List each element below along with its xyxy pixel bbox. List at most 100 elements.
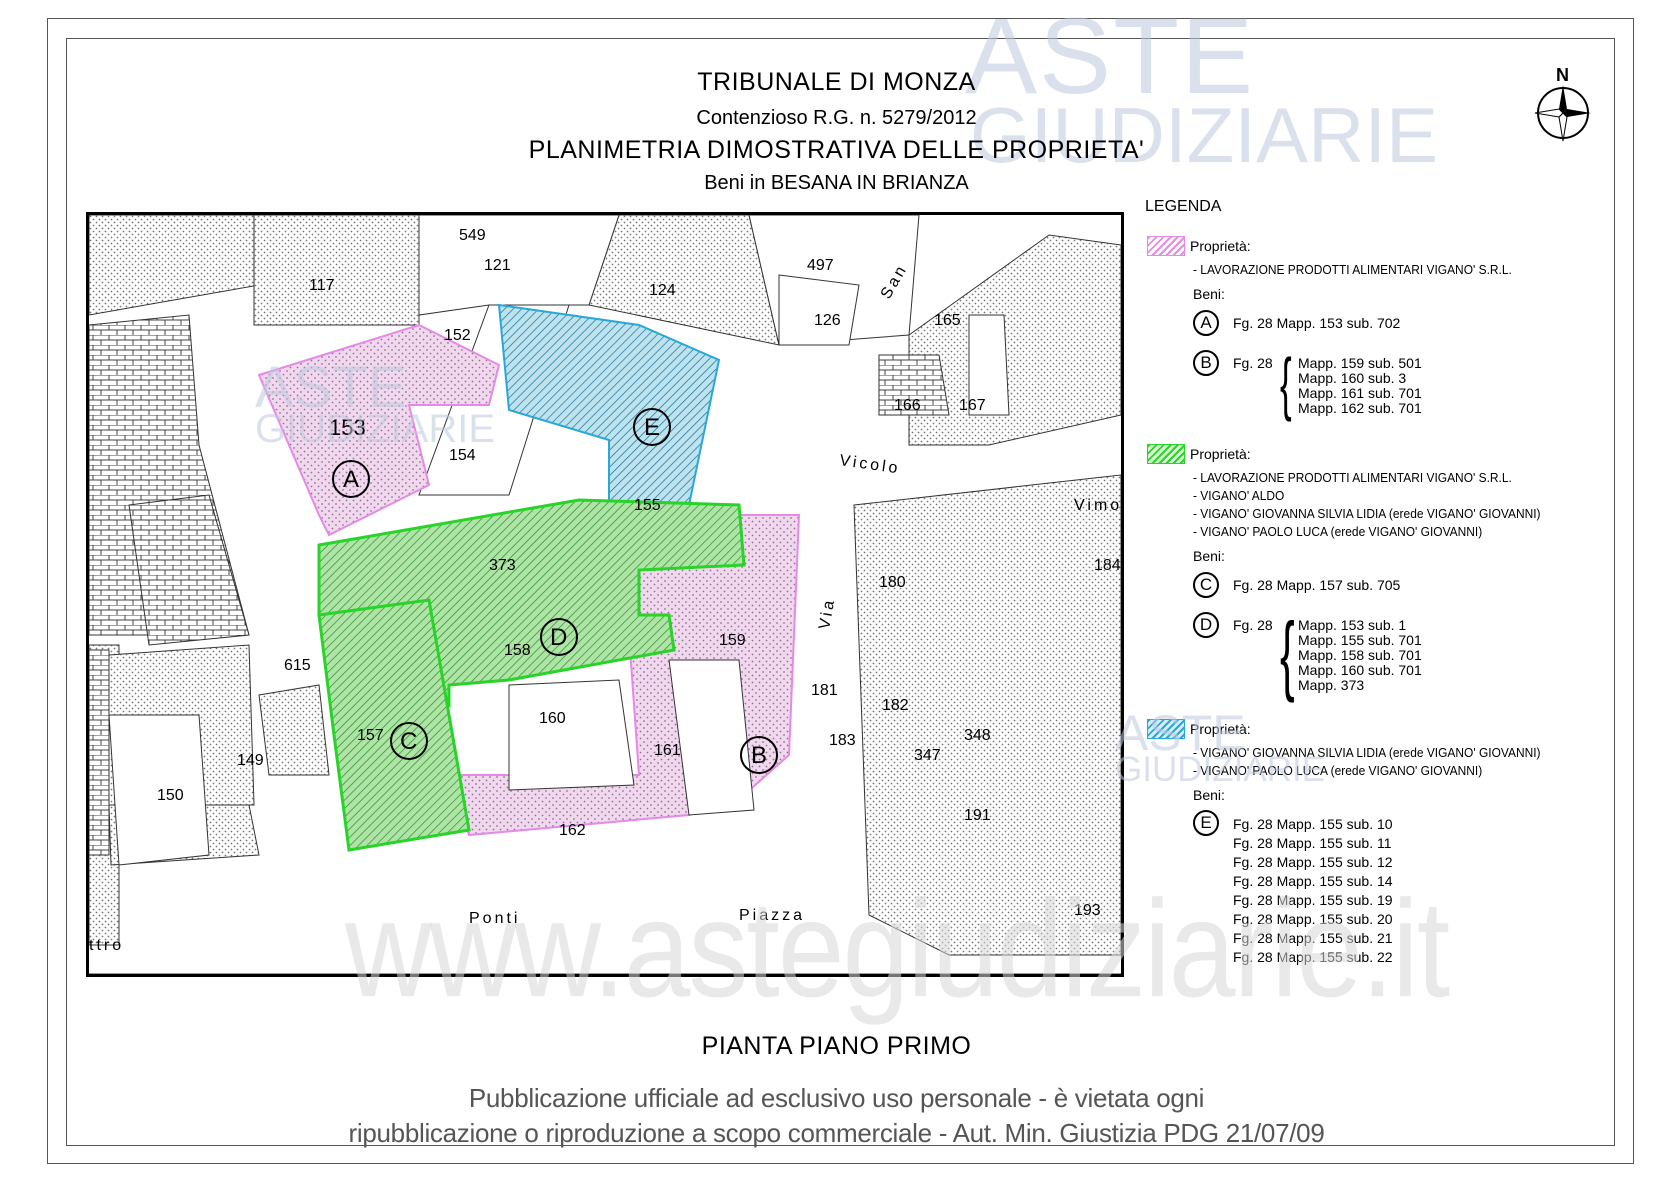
compass-rose-icon (1534, 85, 1591, 142)
court-title: TRIBUNALE DI MONZA (697, 68, 976, 96)
svg-text:193: 193 (1074, 902, 1101, 919)
svg-text:615: 615 (284, 657, 311, 674)
svg-text:149: 149 (237, 752, 264, 769)
legend-A-fg: Fg. 28 Mapp. 153 sub. 702 (1233, 315, 1401, 331)
legend-E-ref-5: Fg. 28 Mapp. 155 sub. 20 (1233, 911, 1393, 927)
svg-text:166: 166 (894, 397, 921, 414)
svg-text:373: 373 (489, 557, 516, 574)
notice-line-1: Pubblicazione ufficiale ad esclusivo uso… (468, 1083, 1205, 1113)
svg-text:ttro: ttro (89, 937, 124, 954)
legend-E-ref-1: Fg. 28 Mapp. 155 sub. 11 (1233, 835, 1392, 851)
legend-D-fg: Fg. 28 (1233, 617, 1273, 633)
g2-beni-label: Beni: (1193, 548, 1225, 564)
g1-owner-0: - LAVORAZIONE PRODOTTI ALIMENTARI VIGANO… (1193, 262, 1512, 277)
svg-text:160: 160 (539, 710, 566, 727)
case-number: Contenzioso R.G. n. 5279/2012 (696, 107, 977, 129)
svg-text:167: 167 (959, 397, 986, 414)
floor-title: PIANTA PIANO PRIMO (701, 1032, 972, 1060)
legend-letter-A: A (1193, 310, 1219, 336)
north-label: N (1556, 65, 1569, 85)
blue-swatch (1147, 719, 1185, 739)
svg-text:157: 157 (357, 727, 384, 744)
svg-text:182: 182 (882, 697, 909, 714)
plan-title: PLANIMETRIA DIMOSTRATIVA DELLE PROPRIETA… (528, 136, 1145, 164)
legend-B-ref-1: Mapp. 160 sub. 3 (1298, 370, 1407, 386)
inner-frame (66, 38, 1615, 1146)
svg-text:191: 191 (964, 807, 991, 824)
svg-text:180: 180 (879, 574, 906, 591)
svg-text:165: 165 (934, 312, 961, 329)
legend-letter-B: B (1193, 350, 1219, 376)
parcel-numbers: 549 121 117 497 124 126 152 153 154 155 … (157, 227, 1121, 919)
courtyard (508, 679, 635, 791)
legend-E-ref-6: Fg. 28 Mapp. 155 sub. 21 (1233, 930, 1393, 946)
svg-text:347: 347 (914, 747, 941, 764)
legend-E-ref-0: Fg. 28 Mapp. 155 sub. 10 (1233, 816, 1393, 832)
svg-text:153: 153 (329, 415, 366, 440)
legend-letter-C: C (1193, 572, 1219, 598)
g3-owner-0: - VIGANO' GIOVANNA SILVIA LIDIA (erede V… (1193, 745, 1541, 760)
g2-prop-label: Proprietà: (1190, 446, 1251, 462)
white-parcels (108, 215, 1010, 866)
legend-D-ref-1: Mapp. 155 sub. 701 (1298, 632, 1422, 648)
courtyard-2 (668, 659, 755, 816)
svg-text:183: 183 (829, 732, 856, 749)
legend-B-ref-0: Mapp. 159 sub. 501 (1298, 355, 1422, 371)
svg-text:117: 117 (309, 277, 335, 294)
svg-text:181: 181 (811, 682, 838, 699)
legend-B-ref-2: Mapp. 161 sub. 701 (1298, 385, 1422, 401)
g1-beni-label: Beni: (1193, 286, 1225, 302)
svg-text:A: A (343, 466, 359, 493)
legend-letter-D: D (1193, 612, 1219, 638)
svg-text:152: 152 (444, 327, 471, 344)
legend-D-ref-4: Mapp. 373 (1298, 677, 1365, 693)
svg-text:124: 124 (649, 282, 676, 299)
legend-letter-E: E (1193, 810, 1219, 836)
parcel-C (317, 598, 471, 852)
north-compass: N (1533, 65, 1593, 145)
brace-D: { (1280, 604, 1295, 703)
svg-text:159: 159 (719, 632, 746, 649)
legend-E-ref-3: Fg. 28 Mapp. 155 sub. 14 (1233, 873, 1393, 889)
svg-text:Piazza: Piazza (739, 907, 805, 924)
legend-D-ref-0: Mapp. 153 sub. 1 (1298, 617, 1407, 633)
cadastral-map: 549 121 117 497 124 126 152 153 154 155 … (86, 212, 1124, 977)
svg-text:184: 184 (1094, 557, 1121, 574)
svg-text:C: C (400, 728, 417, 755)
svg-text:Vicolo: Vicolo (838, 452, 901, 477)
g2-owner-2: - VIGANO' GIOVANNA SILVIA LIDIA (erede V… (1193, 506, 1541, 521)
svg-text:E: E (644, 414, 660, 441)
brace-B: { (1280, 344, 1292, 422)
svg-text:126: 126 (814, 312, 841, 329)
notice-line-2: ripubblicazione o riproduzione a scopo c… (348, 1118, 1325, 1148)
parcel-E (497, 303, 721, 506)
legend-D-ref-3: Mapp. 160 sub. 701 (1298, 662, 1422, 678)
svg-text:B: B (751, 742, 767, 769)
legend-title: LEGENDA (1145, 198, 1222, 215)
svg-text:161: 161 (654, 742, 681, 759)
svg-text:155: 155 (634, 497, 661, 514)
svg-text:162: 162 (559, 822, 586, 839)
legend-E-ref-4: Fg. 28 Mapp. 155 sub. 19 (1233, 892, 1393, 908)
svg-text:154: 154 (449, 447, 476, 464)
svg-text:Via: Via (816, 596, 838, 630)
legend-D-ref-2: Mapp. 158 sub. 701 (1298, 647, 1422, 663)
legend-E-ref-7: Fg. 28 Mapp. 155 sub. 22 (1233, 949, 1393, 965)
svg-text:Ponti: Ponti (469, 910, 520, 927)
svg-text:Vimo: Vimo (1074, 497, 1121, 514)
g2-owner-3: - VIGANO' PAOLO LUCA (erede VIGANO' GIOV… (1193, 524, 1483, 539)
g2-owner-0: - LAVORAZIONE PRODOTTI ALIMENTARI VIGANO… (1193, 470, 1512, 485)
g1-prop-label: Proprietà: (1190, 238, 1251, 254)
parcel-A (257, 323, 501, 537)
svg-text:D: D (550, 624, 567, 651)
legend-B-ref-3: Mapp. 162 sub. 701 (1298, 400, 1422, 416)
svg-text:348: 348 (964, 727, 991, 744)
g2-owner-1: - VIGANO' ALDO (1193, 488, 1285, 503)
map-drawing: 549 121 117 497 124 126 152 153 154 155 … (89, 215, 1121, 974)
g3-prop-label: Proprietà: (1190, 721, 1251, 737)
pink-swatch (1147, 236, 1185, 256)
svg-text:121: 121 (484, 257, 511, 274)
g3-beni-label: Beni: (1193, 787, 1225, 803)
legend-E-ref-2: Fg. 28 Mapp. 155 sub. 12 (1233, 854, 1393, 870)
green-swatch (1147, 444, 1185, 464)
